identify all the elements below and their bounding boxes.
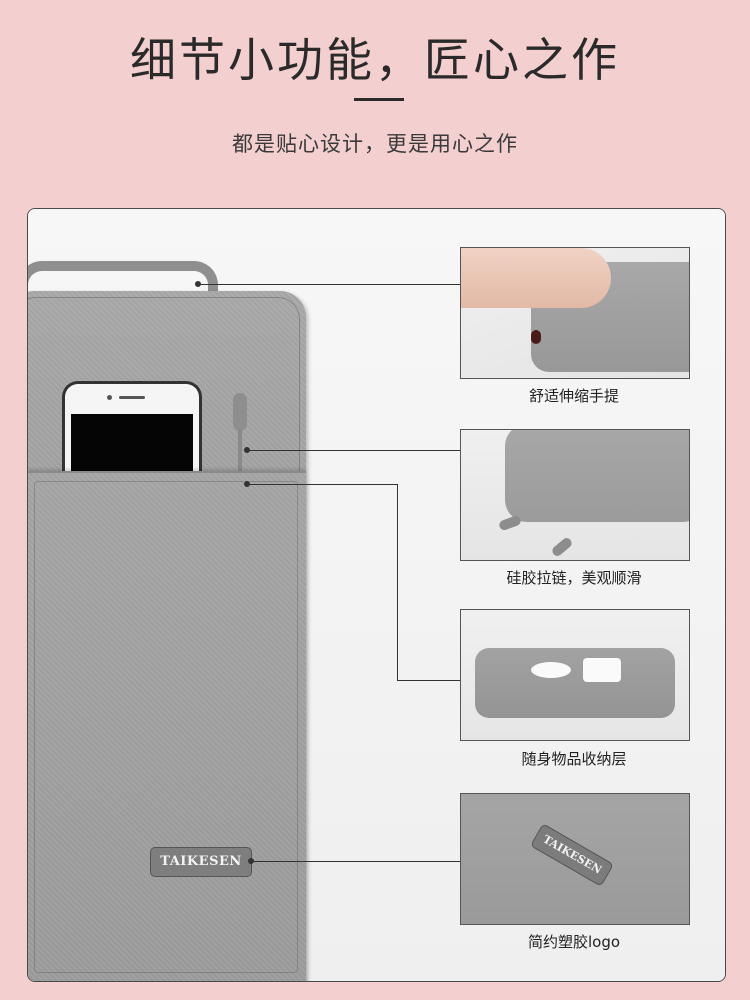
front-pocket bbox=[28, 471, 306, 981]
detail-image-logo: TAIKESEN bbox=[460, 793, 690, 925]
detail-image-zipper bbox=[460, 429, 690, 561]
page-subtitle: 都是贴心设计，更是用心之作 bbox=[232, 132, 518, 156]
zipper-cord bbox=[238, 429, 242, 475]
detail-image-pocket bbox=[460, 609, 690, 741]
connector-line-pocket-b bbox=[397, 484, 399, 681]
connector-line-pocket-c bbox=[397, 680, 460, 682]
connector-line-zipper bbox=[247, 450, 460, 452]
zipper-pull bbox=[233, 393, 247, 431]
logo-patch: TAIKESEN bbox=[150, 847, 252, 877]
nail-image bbox=[531, 330, 541, 344]
title-underline bbox=[354, 98, 404, 101]
connector-line-logo bbox=[251, 861, 460, 863]
zipper-pull-detail bbox=[497, 514, 523, 532]
caption-zipper: 硅胶拉链，美观顺滑 bbox=[506, 569, 642, 587]
charger-image bbox=[583, 658, 621, 682]
caption-pocket: 随身物品收纳层 bbox=[521, 750, 627, 768]
connector-line-handle bbox=[198, 284, 460, 286]
zipper-pull-detail bbox=[550, 536, 574, 558]
phone-speaker bbox=[119, 396, 145, 399]
detail-bag bbox=[505, 430, 689, 522]
hand-image bbox=[461, 248, 611, 308]
caption-logo: 简约塑胶logo bbox=[527, 933, 621, 951]
logo-patch-detail: TAIKESEN bbox=[529, 823, 615, 887]
caption-handle: 舒适伸缩手提 bbox=[528, 387, 619, 405]
phone-camera bbox=[107, 395, 112, 400]
phone-image bbox=[62, 381, 202, 484]
page-title: 细节小功能，匠心之作 bbox=[130, 33, 620, 87]
product-panel: TAIKESEN 舒适伸缩手提 硅胶拉链，美观顺滑 随身物品收纳层 TAIKES… bbox=[27, 208, 726, 982]
connector-line-pocket-a bbox=[247, 484, 397, 486]
pocket-seam bbox=[34, 481, 298, 973]
mouse-image bbox=[531, 662, 571, 678]
detail-image-handle bbox=[460, 247, 690, 379]
detail-bag bbox=[475, 648, 675, 718]
